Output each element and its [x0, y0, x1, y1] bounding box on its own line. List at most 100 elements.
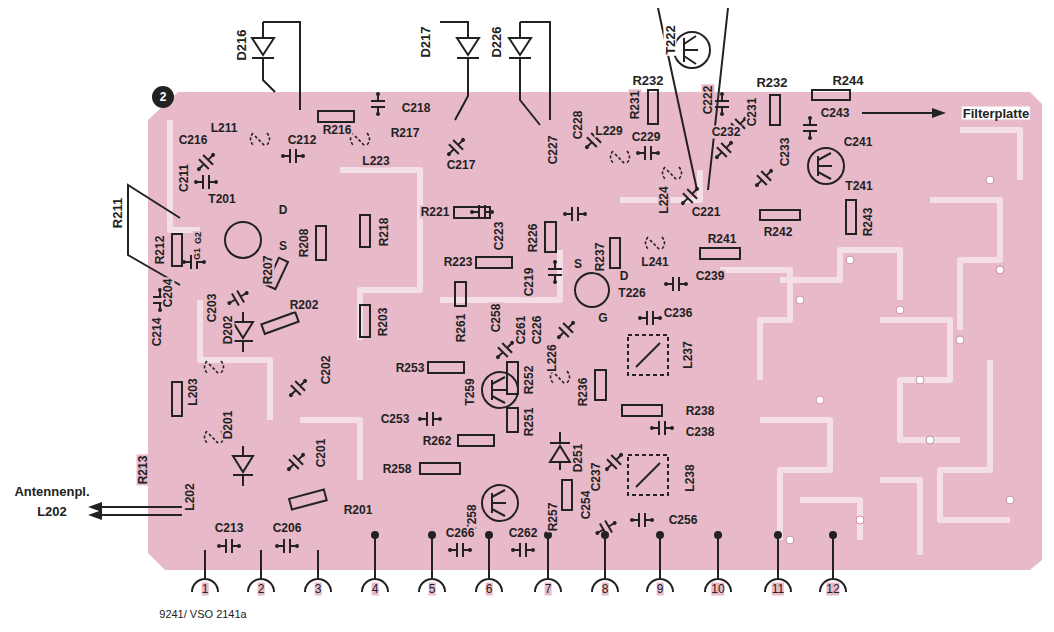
part-label: L226: [546, 343, 559, 372]
pin-number: 1: [202, 583, 209, 596]
part-label: D201: [222, 410, 235, 441]
part-label: R213: [137, 455, 150, 486]
part-label: C219: [523, 267, 536, 298]
pin-number: 7: [545, 583, 552, 596]
part-label: R237: [594, 242, 607, 273]
part-label: S: [573, 258, 583, 271]
part-label: C211: [178, 163, 191, 193]
pin-number: 4: [372, 583, 379, 596]
part-label: C204: [162, 278, 175, 309]
part-label: R258: [382, 463, 413, 476]
part-label: T222: [664, 24, 677, 56]
part-label: R208: [298, 228, 311, 259]
part-label: R207: [262, 255, 275, 286]
part-label: T241: [844, 180, 873, 193]
part-label: C226: [531, 315, 544, 346]
part-label: C222: [702, 85, 715, 116]
part-label: R242: [763, 226, 794, 239]
part-label: R203: [377, 307, 390, 338]
part-label: C237: [590, 462, 603, 493]
part-label: C254: [580, 490, 593, 521]
pin-pads: [371, 531, 837, 539]
board-number: 2: [159, 91, 168, 104]
pads: [786, 176, 1014, 544]
part-label: R223: [443, 256, 474, 269]
part-label: R232: [631, 74, 664, 87]
circuit-board: [148, 92, 1042, 570]
part-label: C201: [315, 438, 328, 469]
part-label: L223: [361, 155, 390, 168]
pin-number: 12: [826, 583, 839, 596]
part-label: R211: [111, 197, 124, 229]
part-label: L224: [658, 185, 671, 214]
pin-number: 11: [772, 583, 784, 596]
copper-traces: [170, 120, 1020, 555]
connection-arrows: [88, 108, 946, 520]
part-label: C262: [508, 527, 539, 540]
pin-name: G2: [193, 231, 203, 245]
part-label: D216: [235, 28, 248, 61]
part-label: C216: [178, 134, 209, 147]
part-label: C203: [206, 293, 219, 324]
part-label: C241: [843, 136, 874, 149]
part-label: C212: [287, 134, 318, 147]
board-number-disc: [152, 86, 174, 108]
drawing-number: 9241/ VSO 2141a: [158, 608, 247, 621]
pin-number: 10: [711, 583, 724, 596]
part-label: C217: [446, 159, 477, 172]
part-label: C253: [380, 413, 411, 426]
part-label: C218: [401, 102, 432, 115]
part-label: L241: [640, 256, 669, 269]
part-label: T201: [207, 193, 236, 206]
part-label: C214: [151, 317, 164, 348]
part-label: C266: [445, 527, 476, 540]
part-label: R238: [685, 405, 716, 418]
part-label: G: [597, 312, 608, 325]
part-label: R261: [455, 313, 468, 344]
part-label: C213: [214, 522, 245, 535]
connector-pins: [192, 535, 846, 592]
part-label: D217: [419, 25, 432, 58]
capacitor-symbols: [153, 92, 817, 557]
part-label: R226: [527, 223, 540, 254]
part-label: L238: [684, 463, 697, 492]
coil-symbols: [205, 133, 682, 444]
part-label: T259: [464, 377, 477, 406]
part-label: D251: [572, 443, 585, 474]
pin-name: G1: [192, 247, 202, 261]
component-symbols: [128, 8, 856, 521]
part-label: R253: [395, 362, 426, 375]
part-label: D226: [490, 25, 503, 58]
part-label: C232: [711, 126, 742, 139]
part-label: R216: [322, 124, 353, 137]
part-label: C258: [490, 303, 503, 334]
part-label: C202: [320, 355, 333, 386]
part-label: R202: [289, 299, 320, 312]
part-label: R243: [862, 207, 875, 238]
connection-label: L202: [36, 505, 68, 518]
part-label: C256: [668, 514, 699, 527]
part-label: R262: [422, 435, 453, 448]
part-label: L202: [184, 482, 197, 511]
part-label: C227: [547, 135, 560, 166]
pin-number: 6: [486, 583, 493, 596]
connection-label: Antennenpl.: [13, 485, 90, 498]
part-label: C229: [631, 131, 662, 144]
part-label: C261: [515, 315, 528, 346]
part-label: L237: [682, 340, 695, 369]
part-label: L203: [187, 377, 200, 406]
part-label: S: [278, 240, 288, 253]
part-label: R221: [420, 206, 451, 219]
pin-number: 5: [429, 583, 436, 596]
part-label: L211: [210, 122, 239, 135]
part-label: R218: [378, 217, 391, 248]
part-label: R212: [154, 235, 167, 266]
part-label: C228: [572, 110, 585, 141]
part-label: L229: [594, 125, 623, 138]
part-label: C243: [820, 107, 851, 120]
pin-number: 2: [258, 583, 265, 596]
pin-number: 9: [657, 583, 664, 596]
part-label: C233: [779, 137, 792, 168]
part-label: D: [619, 270, 630, 283]
part-label: R232: [755, 76, 788, 89]
